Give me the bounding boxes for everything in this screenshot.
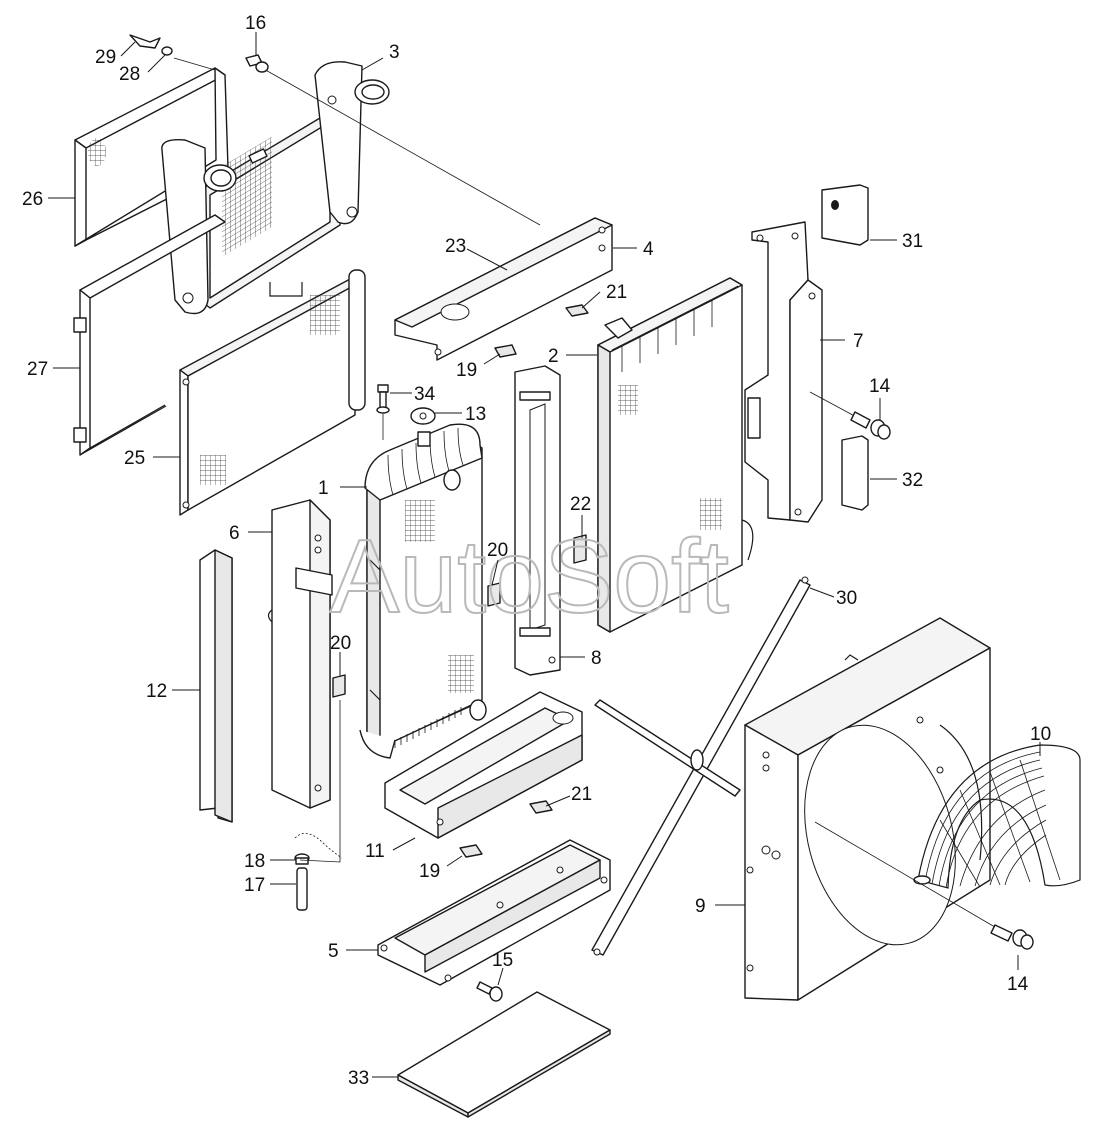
part-32-pad — [841, 435, 869, 511]
callout-3: 3 — [389, 42, 400, 63]
callout-34: 34 — [414, 384, 436, 405]
callout-27: 27 — [27, 359, 48, 380]
callout-26: 26 — [22, 189, 43, 210]
callout-21-lower: 21 — [571, 784, 592, 805]
leader-lines — [48, 32, 1041, 1078]
part-13-gasket — [410, 407, 436, 425]
callout-29: 29 — [95, 47, 116, 68]
part-19-pad-lower — [459, 844, 483, 858]
part-17-pin — [296, 867, 308, 911]
callout-9: 9 — [695, 896, 706, 917]
callout-31: 31 — [902, 231, 923, 252]
callout-4: 4 — [643, 239, 654, 260]
callout-17: 17 — [244, 875, 265, 896]
callout-15: 15 — [492, 950, 513, 971]
part-4-upper-bracket — [394, 217, 613, 361]
callout-1: 1 — [318, 478, 329, 499]
part-8-bracket — [514, 365, 561, 676]
part-6-side-bracket — [267, 499, 333, 809]
callout-30: 30 — [836, 588, 857, 609]
callout-7: 7 — [853, 331, 864, 352]
callout-21-upper: 21 — [606, 282, 627, 303]
callout-12: 12 — [146, 681, 167, 702]
part-26-grille-frame — [74, 67, 229, 247]
part-27-grille-frame — [73, 214, 226, 456]
part-5-base-bracket — [377, 839, 611, 986]
part-20-pad-right — [487, 582, 501, 607]
part-33-sheet — [397, 991, 611, 1118]
part-16-bolt — [245, 54, 269, 73]
part-15-bolt — [476, 981, 503, 1002]
callout-19-lower: 19 — [419, 861, 440, 882]
part-28-washer — [161, 46, 173, 56]
part-21-pad-upper — [565, 304, 589, 317]
callout-14-upper: 14 — [869, 376, 891, 397]
callout-10: 10 — [1030, 724, 1051, 745]
callout-13: 13 — [465, 404, 486, 425]
callout-labels: 1 2 3 4 5 6 7 8 9 10 11 12 13 14 14 15 1… — [22, 13, 1051, 1089]
part-3-charge-air-cooler — [161, 61, 390, 315]
callout-6: 6 — [229, 523, 240, 544]
part-18-cap — [294, 853, 310, 865]
part-14-bolt-upper — [809, 391, 891, 440]
callout-16: 16 — [245, 13, 266, 34]
callout-22: 22 — [570, 494, 591, 515]
part-12-seal-strip — [199, 549, 233, 823]
part-7-side-bracket — [744, 221, 823, 523]
callout-19-upper: 19 — [456, 360, 477, 381]
callout-28: 28 — [119, 64, 140, 85]
callout-33: 33 — [348, 1068, 369, 1089]
part-29-wing-nut — [129, 34, 161, 49]
part-10-fan-guard — [913, 744, 1081, 889]
part-31-pad — [821, 184, 869, 246]
part-1-radiator — [359, 423, 487, 759]
callout-32: 32 — [902, 470, 923, 491]
callout-18: 18 — [244, 851, 265, 872]
callout-25: 25 — [124, 448, 145, 469]
part-30-tie-rod — [591, 576, 811, 956]
part-11-lower-tray — [384, 691, 583, 839]
callout-14-lower: 14 — [1007, 974, 1029, 995]
part-9-fan-shroud — [744, 617, 991, 1001]
callout-8: 8 — [591, 648, 602, 669]
callout-23: 23 — [445, 236, 466, 257]
part-25-condenser — [179, 269, 366, 516]
callout-11: 11 — [365, 841, 385, 862]
part-21-pad-lower — [529, 800, 553, 814]
part-20-pad-left — [332, 674, 346, 698]
watermark: AutoSoft — [330, 519, 729, 635]
callout-20-right: 20 — [487, 540, 508, 561]
callout-2: 2 — [548, 346, 559, 367]
part-2-radiator — [597, 277, 754, 633]
part-34-bolt — [376, 384, 390, 440]
callout-5: 5 — [328, 941, 339, 962]
part-14-bolt-lower — [814, 821, 1034, 950]
part-19-pad-upper — [494, 344, 517, 358]
callout-20-left: 20 — [330, 633, 351, 654]
